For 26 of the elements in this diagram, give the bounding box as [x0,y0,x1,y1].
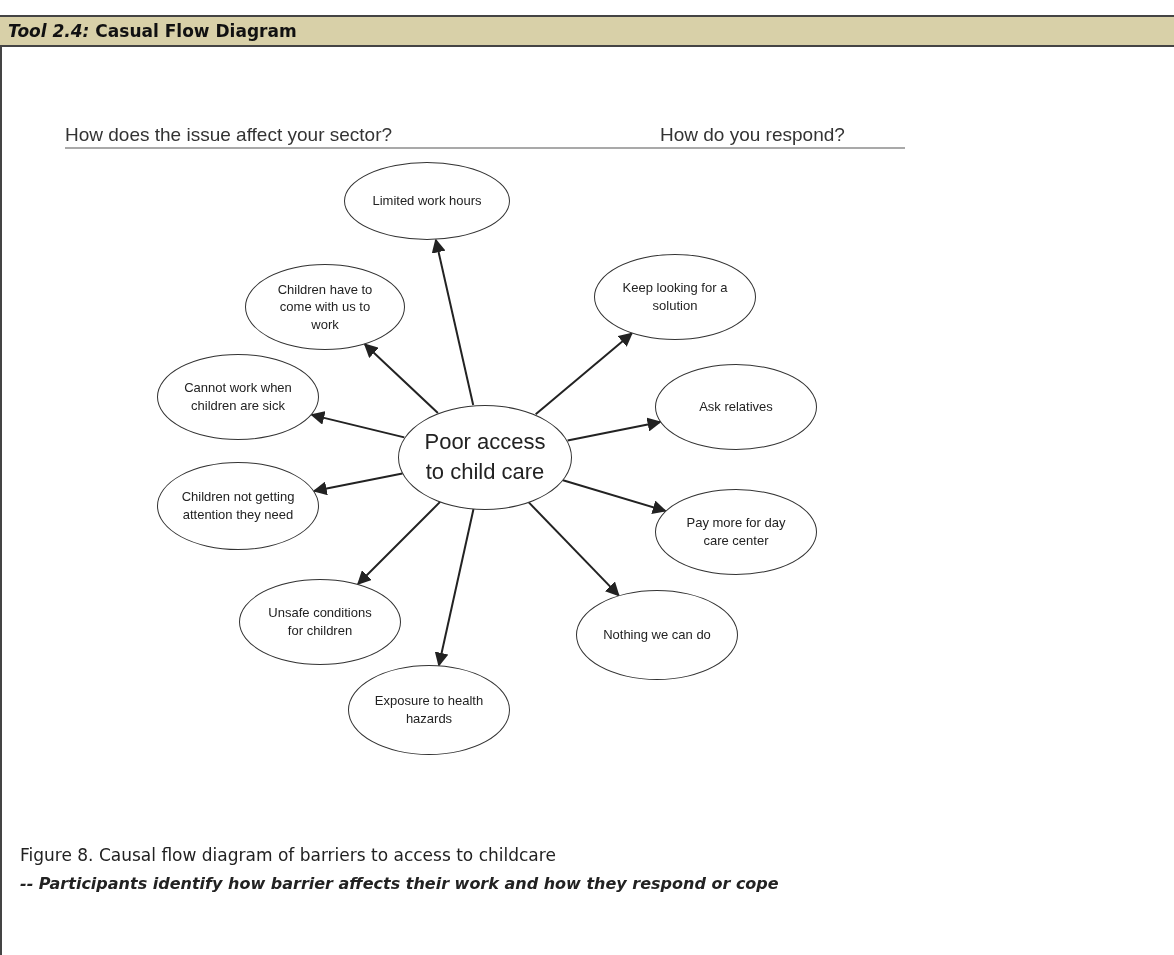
arrow [434,508,475,667]
arrow [357,500,442,585]
node-text: Ask relatives [698,398,774,416]
node-text: Pay more for day care center [685,514,787,550]
arrow [566,417,662,442]
node-text: Exposure to health hazards [373,692,485,728]
node-text: Children not getting attention they need [180,488,296,524]
arrow [562,479,667,514]
column-heading: How does the issue affect your sector? [65,124,393,146]
title-bar: Tool 2.4: Casual Flow Diagram [0,15,1174,47]
arrow [312,472,404,496]
figure-caption: Figure 8. Causal flow diagram of barriers to access to childcare [20,845,556,865]
column-heading: How do you respond? [660,124,845,146]
node-text: Poor access to child care [423,428,547,486]
node-text: Children have to come with us to work [276,280,374,334]
node-text: Nothing we can do [602,626,712,644]
arrow [310,411,406,439]
node-text: Unsafe conditions for children [267,604,373,640]
arrow [431,238,475,406]
arrow [534,332,633,416]
node-text: Limited work hours [372,192,482,210]
node-text: Keep looking for a solution [621,279,729,315]
arrow [527,501,620,597]
arrow [363,343,439,414]
caption-note: -- Participants identify how barrier affects their work and how they respond or cope [20,874,779,893]
node-text: Cannot work when children are sick [183,379,293,415]
